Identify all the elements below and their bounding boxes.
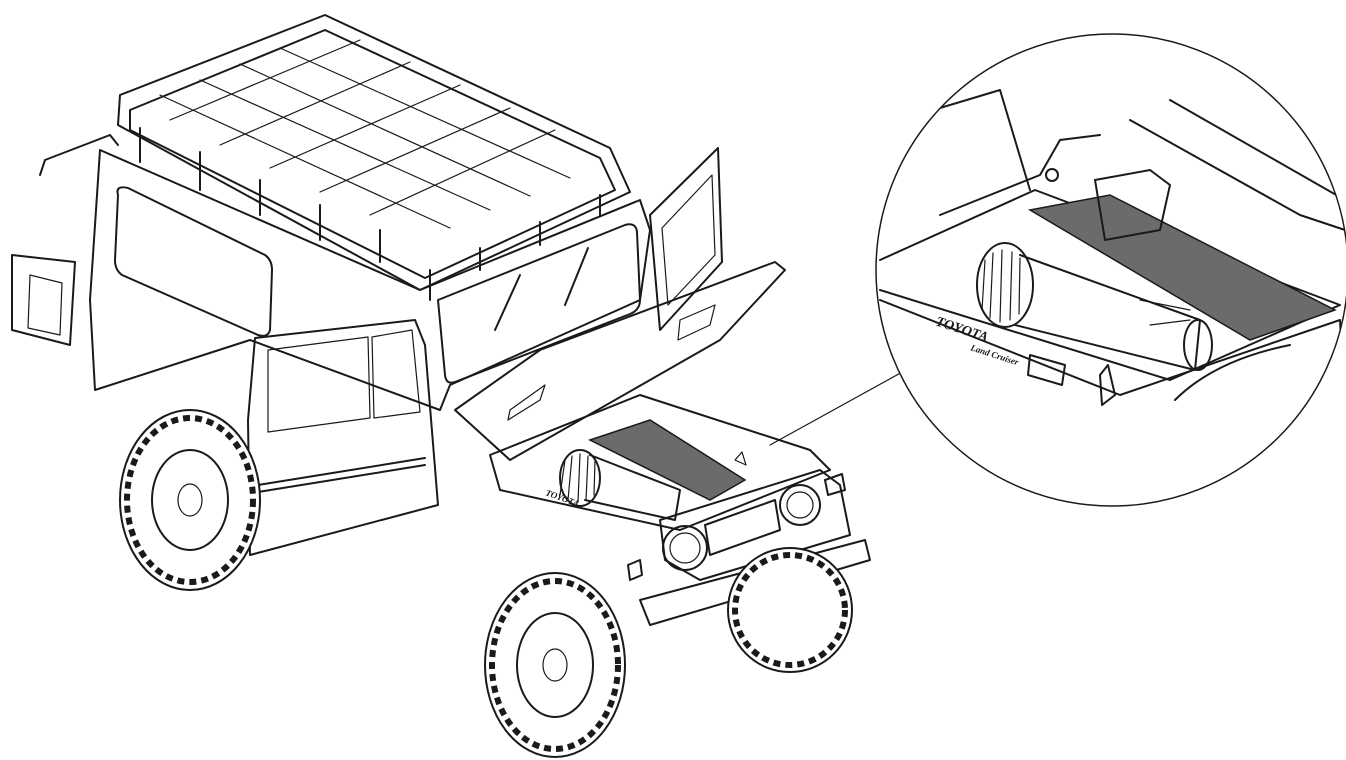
cab-body	[11, 134, 651, 411]
open-hood	[454, 261, 786, 461]
callout-line	[769, 364, 916, 446]
highlighted-part	[588, 419, 747, 501]
front-left-door	[247, 319, 439, 556]
detail-view: TOYOTA Land Cruiser	[875, 33, 1346, 507]
engine-bay	[489, 394, 831, 531]
front-left-tire	[484, 572, 626, 758]
front-right-tire	[727, 547, 853, 673]
detail-highlighted-part	[1027, 194, 1337, 341]
right-door-open	[649, 147, 723, 331]
roof-rack	[117, 14, 631, 301]
rear-left-tire	[119, 409, 261, 591]
